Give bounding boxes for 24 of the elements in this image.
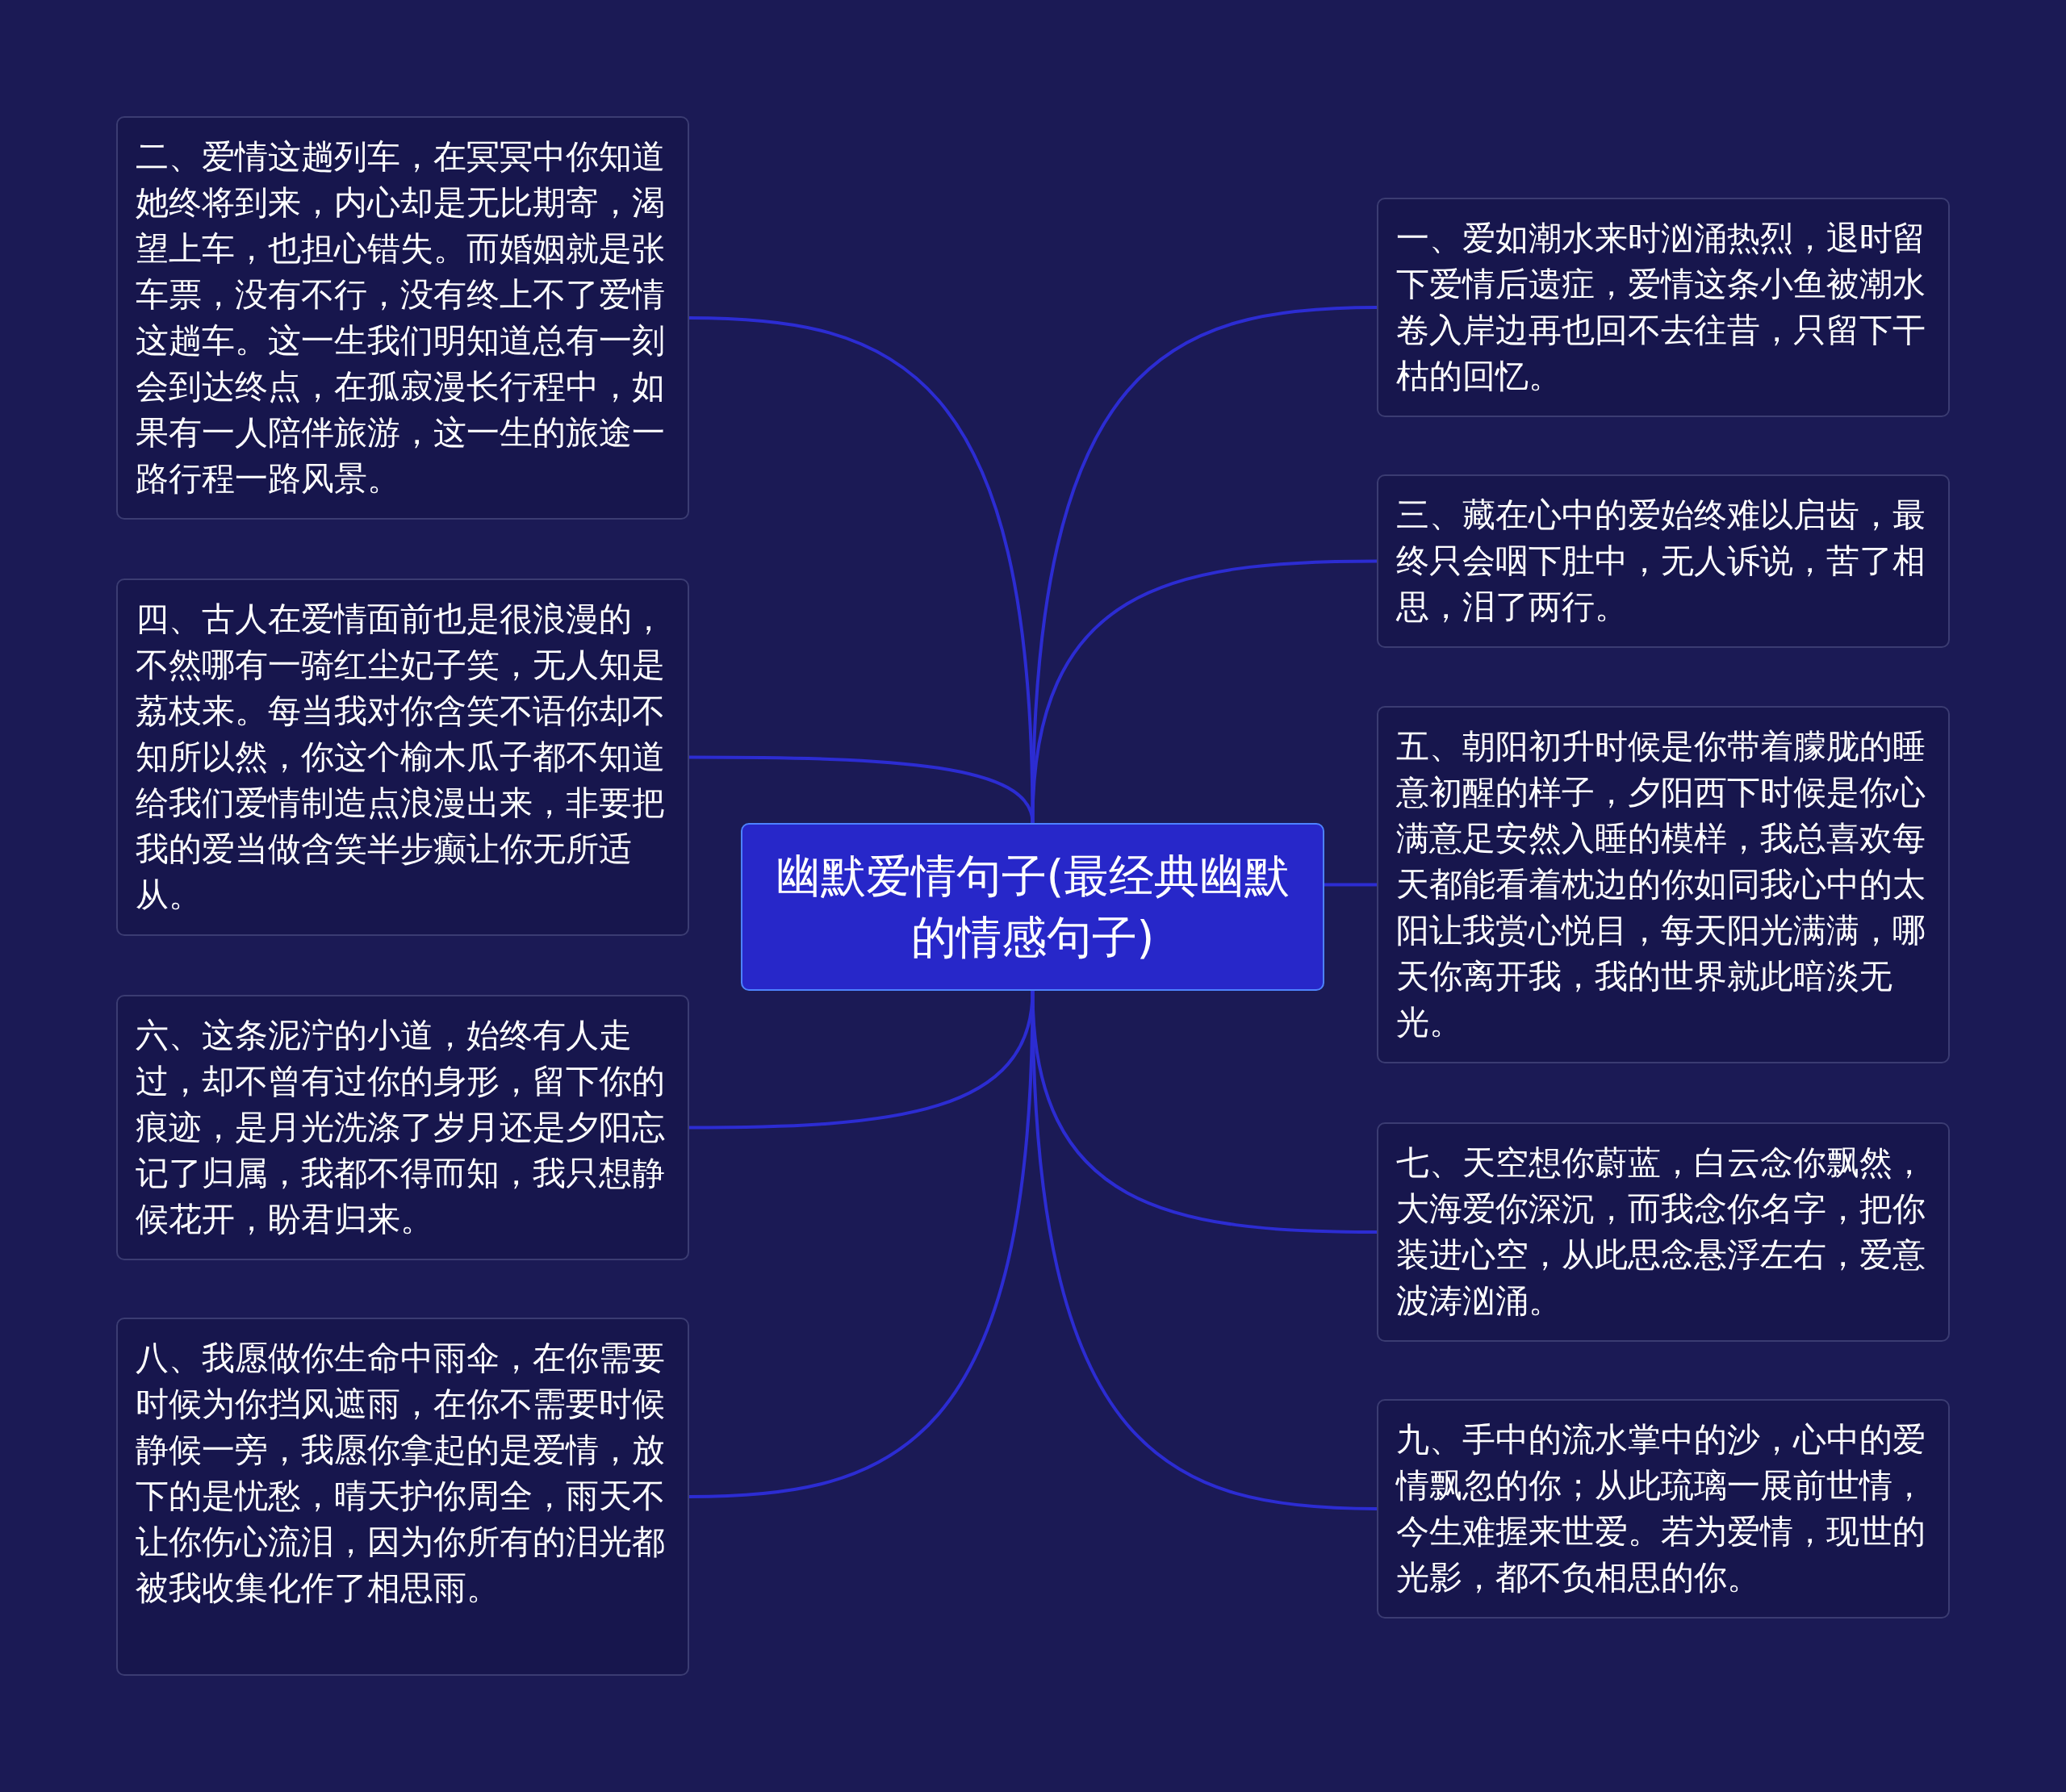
topic-title: 幽默爱情句子(最经典幽默的情感句子) [774, 849, 1291, 965]
connector-line [1324, 883, 1377, 887]
branch-text: 二、爱情这趟列车，在冥冥中你知道她终将到来，内心却是无比期寄，渴望上车，也担心错失。而婚姻就是张车票，没有不行，没有终上不了爱情这趟车。这一生我们明知道总有一刻会到达终点，在孤寂漫长行程中，如果有一人陪伴旅游，这一生的旅途一路行程一路风景。 [136, 137, 665, 498]
branch-text: 六、这条泥泞的小道，始终有人走过，却不曾有过你的身形，留下你的痕迹，是月光洗涤了岁月还是夕阳忘记了归属，我都不得而知，我只想静候花开，盼君归来。 [136, 1016, 665, 1239]
branch-text-box [1377, 706, 1950, 1063]
branch-text: 七、天空想你蔚蓝，白云念你飘然，大海爱你深沉，而我念你名字，把你装进心空，从此思念悬浮左右，爱意波涛汹涌。 [1396, 1143, 1926, 1320]
connector-line [1031, 559, 1378, 824]
branch-text-box [1377, 1399, 1950, 1619]
branch-text: 四、古人在爱情面前也是很浪漫的，不然哪有一骑红尘妃子笑，无人知是荔枝来。每当我对你含笑不语你却不知所以然，你这个榆木瓜子都不知道给我们爱情制造点浪漫出来，非要把我的爱当做含笑半步癫让你无所适从。 [136, 599, 665, 914]
branch-text-box [1377, 198, 1950, 417]
branch-text-box [116, 116, 689, 520]
branch-text: 九、手中的流水掌中的沙，心中的爱情飘忽的你；从此琉璃一展前世情，今生难握来世爱。若为爱情，现世的光影，都不负相思的你。 [1396, 1420, 1926, 1597]
branch-text: 八、我愿做你生命中雨伞，在你需要时候为你挡风遮雨，在你不需要时候静候一旁，我愿你拿起的是爱情，放下的是忧愁，晴天护你周全，雨天不让你伤心流泪，因为你所有的泪光都被我收集化作了相思雨。 [136, 1339, 665, 1607]
branch-text-box [116, 1318, 689, 1676]
branch-text: 三、藏在心中的爱始终难以启齿，最终只会咽下肚中，无人诉说，苦了相思，泪了两行。 [1396, 495, 1926, 626]
branch-text-box [116, 579, 689, 936]
branch-text-box [116, 995, 689, 1260]
branch-text: 五、朝阳初升时候是你带着朦胧的睡意初醒的样子，夕阳西下时候是你心满意足安然入睡的模样，我总喜欢每天都能看着枕边的你如同我心中的太阳让我赏心悦目，每天阳光满满，哪天你离开我，我的世界就此暗淡无光。 [1396, 727, 1926, 1042]
branch-text-box [1377, 1122, 1950, 1342]
central-topic-box [741, 823, 1324, 991]
branch-text-box [1377, 474, 1950, 648]
connector-line [1031, 990, 1378, 1510]
branch-text: 一、爱如潮水来时汹涌热烈，退时留下爱情后遗症，爱情这条小鱼被潮水卷入岸边再也回不去往昔，只留下干枯的回忆。 [1396, 219, 1926, 395]
connector-line [688, 990, 1035, 1498]
